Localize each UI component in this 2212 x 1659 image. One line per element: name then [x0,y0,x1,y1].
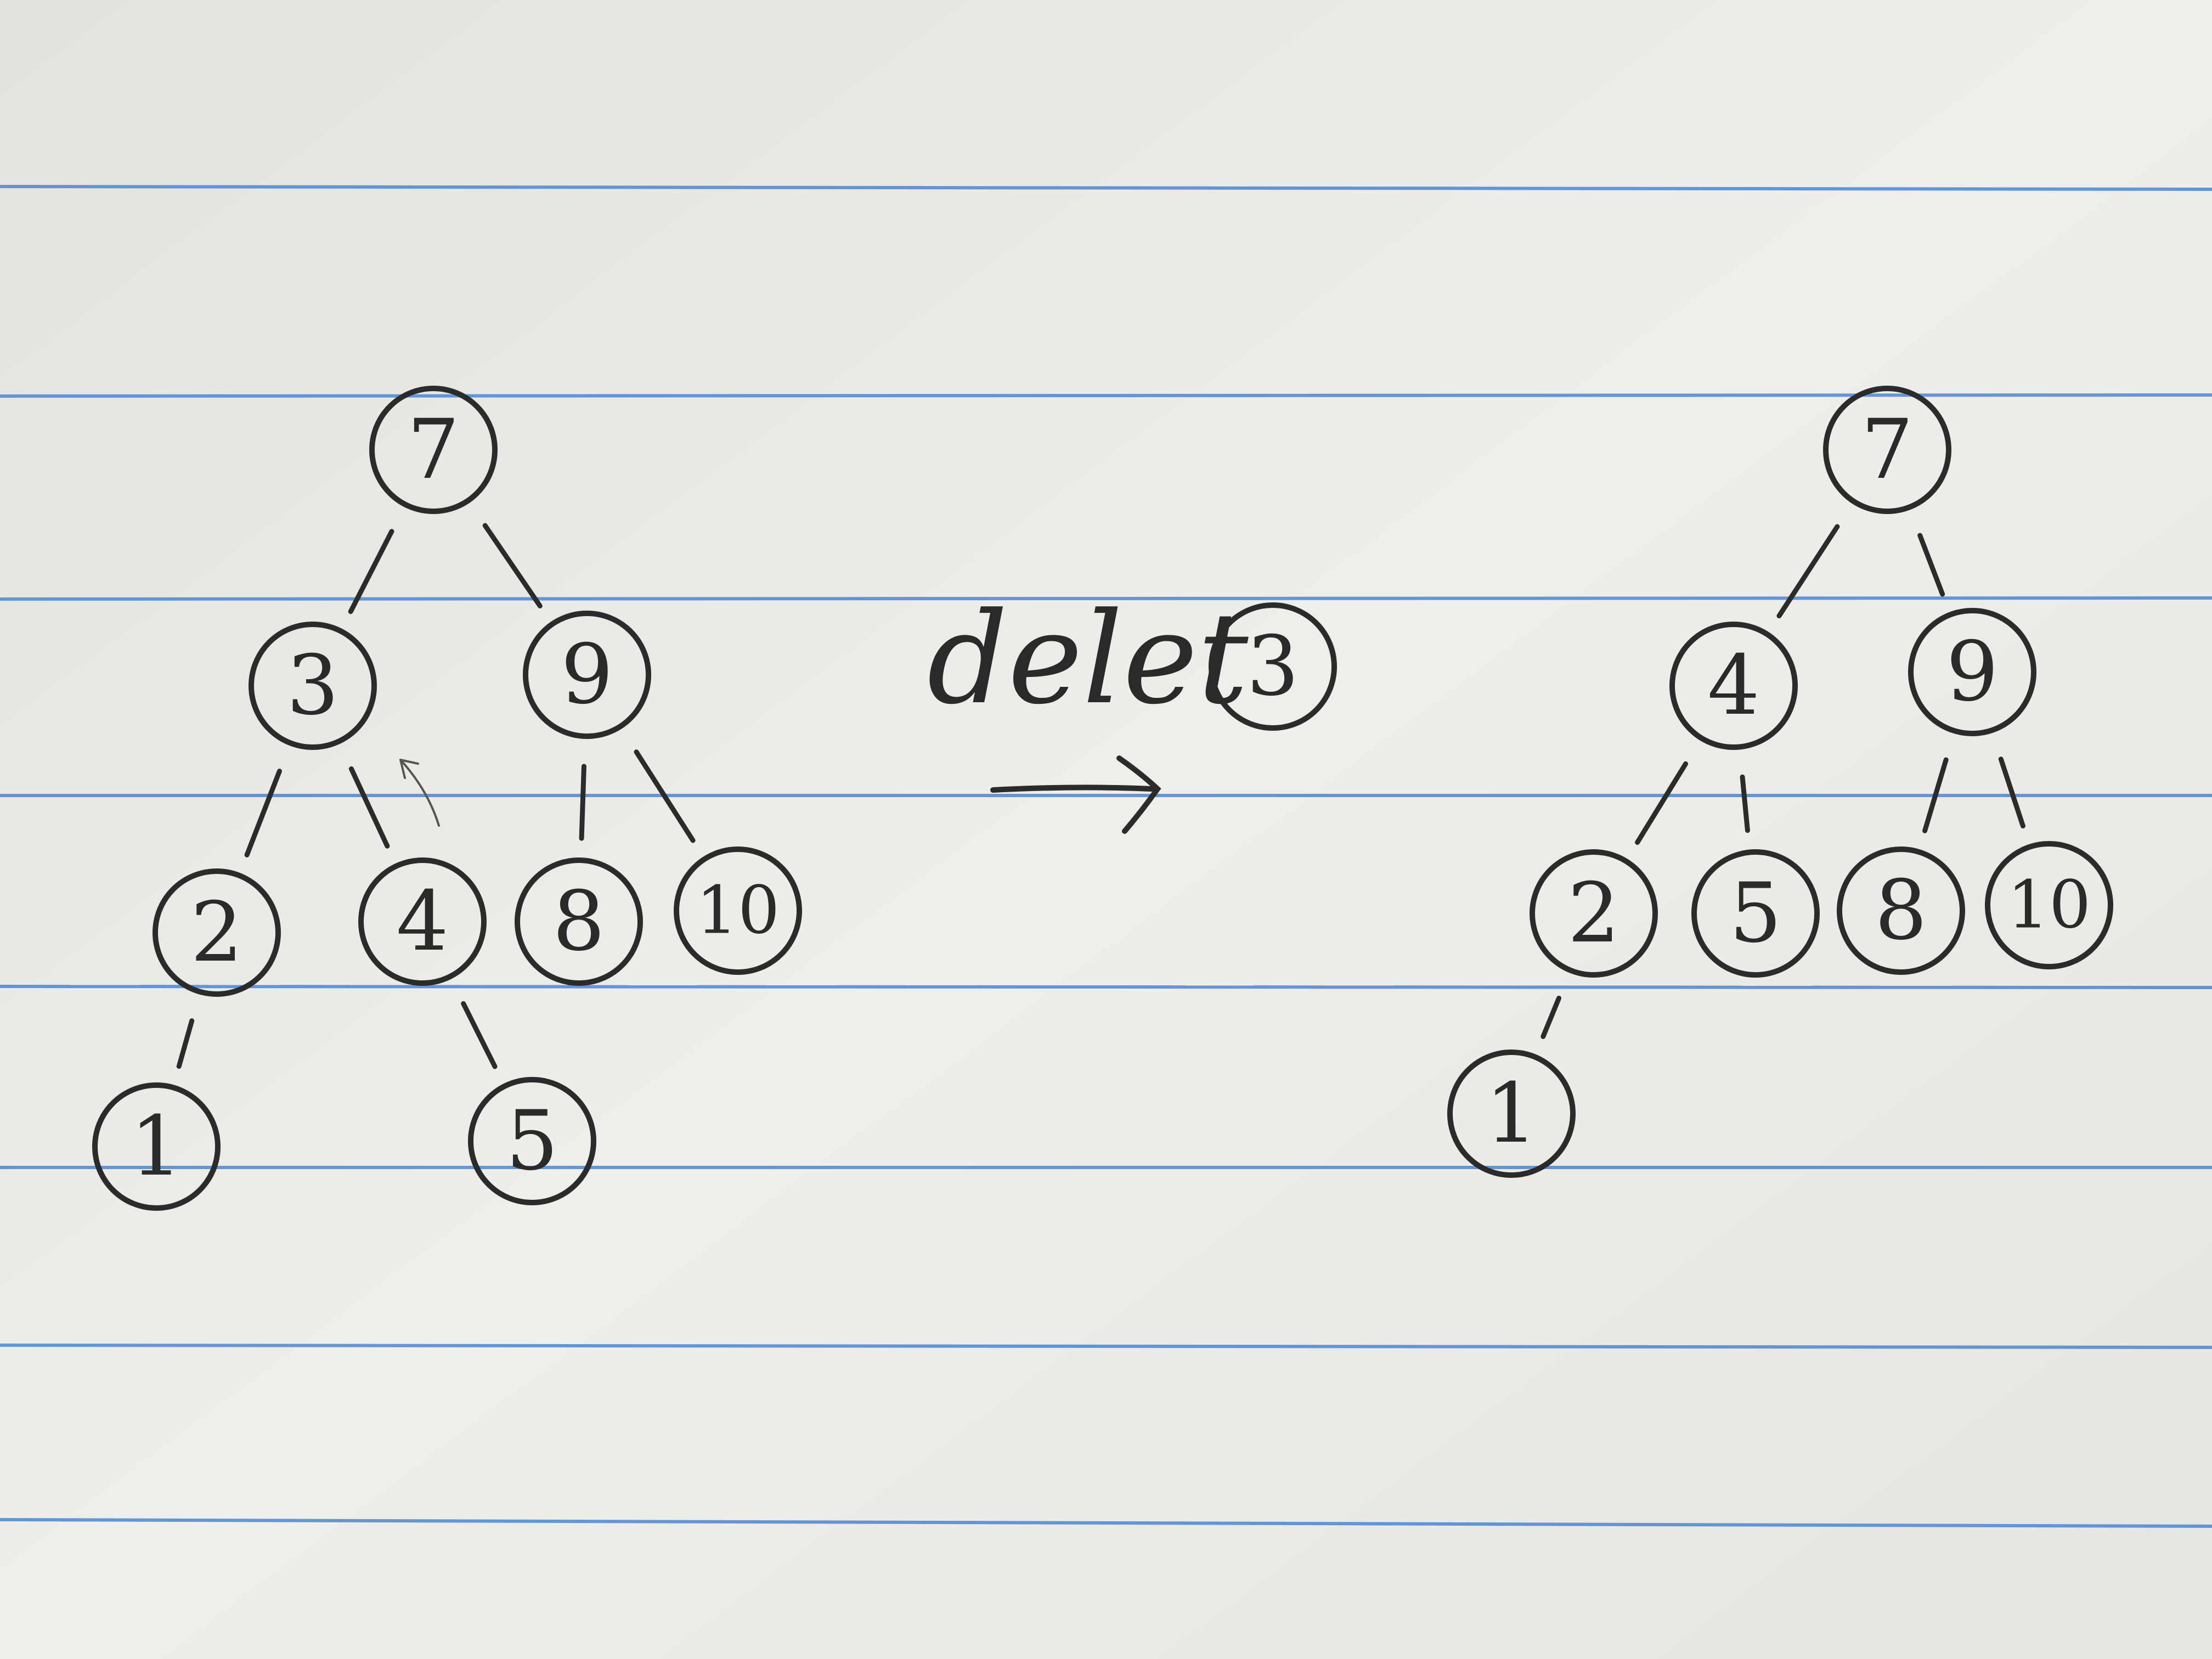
tree-node: 4 [1669,622,1798,750]
node-circle [249,622,377,750]
tree-node: 5 [468,1077,596,1205]
node-label: 7 [407,402,459,498]
tree-edge [1541,995,1562,1039]
ruled-line [0,1344,2212,1349]
tree-edge [579,764,586,841]
node-circle [1985,841,2113,969]
node-circle [674,847,802,975]
tree-edge [1998,757,2025,829]
node-label: 3 [286,638,338,733]
caption-text: delet [927,586,1249,732]
node-circle [1669,622,1798,750]
node-circle [1823,386,1951,514]
node-label: 2 [1567,866,1620,961]
node-circle [1447,1049,1576,1178]
node-label: 8 [552,874,605,969]
node-circle [515,857,643,986]
tree-node: 5 [1691,849,1820,978]
tree-node: 2 [1530,849,1658,978]
move-up-arrow [399,759,440,827]
node-label: 9 [561,627,613,723]
tree-node: 7 [1823,386,1951,514]
caption-node-label: 3 [1246,619,1299,714]
tree-edge [461,1001,498,1069]
node-label: 5 [506,1093,558,1189]
before-tree: 7 3 9 2 4 8 10 1 5 [92,386,802,1211]
node-label: 8 [1875,863,1927,958]
node-label: 1 [130,1099,182,1194]
node-label: 10 [696,873,780,949]
tree-node: 8 [515,857,643,986]
tree-edge [482,523,543,608]
caption-node-circle [1209,602,1337,731]
node-circle [92,1082,221,1211]
node-circle [468,1077,596,1205]
tree-node: 9 [1908,608,2036,736]
node-circle [1530,849,1658,978]
node-circle [369,386,498,514]
node-label: 1 [1485,1066,1537,1161]
node-circle [523,611,651,739]
tree-edge [348,529,394,614]
node-label: 7 [1861,402,1913,498]
ruled-line [0,985,2212,990]
tree-edge [1776,524,1840,619]
tree-node: 10 [1985,841,2113,969]
node-label: 4 [396,874,448,969]
node-circle [1837,847,1965,975]
tree-edge [176,1018,195,1069]
node-label: 5 [1729,866,1781,961]
tree-node: 1 [92,1082,221,1211]
ruled-line [0,794,2212,799]
tree-edge [634,749,696,843]
tree-node: 9 [523,611,651,739]
node-label: 10 [2007,867,2091,944]
tree-node: 1 [1447,1049,1576,1178]
tree-edge [1917,533,1945,597]
tree-node: 3 [249,622,377,750]
tree-node: 8 [1837,847,1965,975]
tree-node: 4 [358,857,487,986]
tree-edge [348,766,390,849]
tree-node: 2 [153,868,281,997]
tree-edge [1740,774,1750,833]
tree-edge [244,769,282,857]
node-label: 2 [190,885,242,980]
ruled-line [0,1166,2212,1170]
tree-edge [1635,761,1689,845]
delete-caption: delet 3 [927,586,1337,732]
tree-edge [1922,757,1949,833]
node-circle [1691,849,1820,978]
ruled-line [0,1518,2212,1528]
node-circle [153,868,281,997]
node-circle [1908,608,2036,736]
node-circle [358,857,487,986]
node-label: 9 [1946,624,1998,720]
transition-arrow [990,755,1161,834]
node-label: 4 [1707,638,1759,733]
tree-node: 10 [674,847,802,975]
tree-node: 7 [369,386,498,514]
